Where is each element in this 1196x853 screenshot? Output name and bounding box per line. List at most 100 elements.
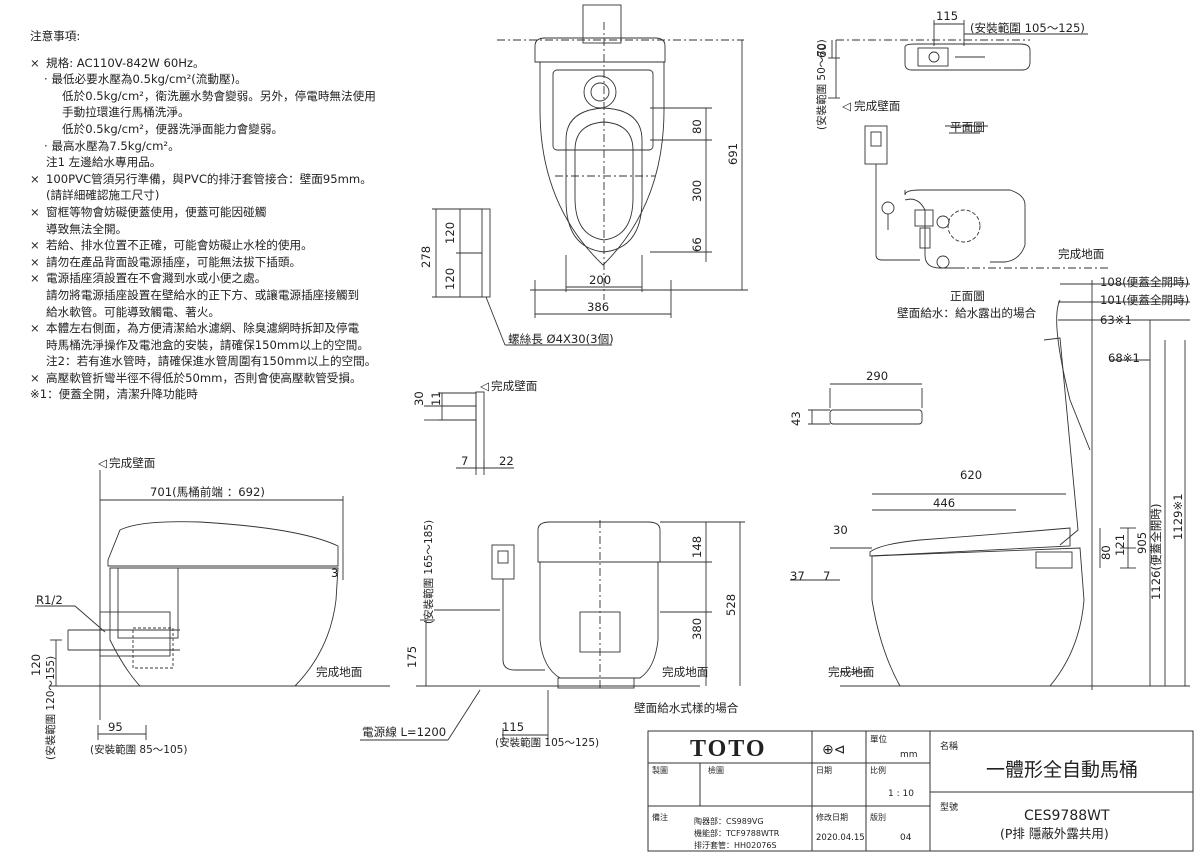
note-line: 給水軟管。可能導致觸電、著火。 bbox=[30, 304, 430, 321]
note-line: ×若給、排水位置不正確，可能會妨礙止水栓的使用。 bbox=[30, 237, 430, 254]
right-dim-37: 37 bbox=[790, 569, 805, 583]
front-finish-floor: 完成地面 bbox=[1058, 247, 1104, 261]
note-text: 手動拉環進行馬桶洗淨。 bbox=[62, 105, 190, 120]
plan-view bbox=[828, 20, 1110, 269]
note-text: 請勿將電源插座設置在壁給水的正下方、或讓電源插座接觸到 bbox=[46, 287, 360, 302]
note-text: 100PVC管須另行準備，與PVC的排汙套管接合：壁面95mm。 bbox=[46, 171, 372, 186]
note-text: 低於0.5kg/cm²，衛洗麗水勢會變弱。另外，停電時無法使用 bbox=[62, 88, 376, 103]
note-text: 窗框等物會妨礙便蓋使用，便蓋可能因碰觸 bbox=[46, 204, 267, 219]
note-text: 電源插座須設置在不會濺到水或小便之處。 bbox=[46, 271, 267, 286]
dim-80: 80 bbox=[690, 119, 704, 134]
title-block-grid bbox=[647, 730, 1194, 852]
note-line: ×規格: AC110V-842W 60Hz。 bbox=[30, 55, 430, 72]
note-text: ※1：便蓋全開，清潔升降功能時 bbox=[30, 387, 198, 402]
right-dim-121: 121 bbox=[1113, 534, 1127, 556]
side-view-right bbox=[790, 280, 1190, 690]
plan-install-range: (安裝範圍 105～125) bbox=[970, 21, 1085, 35]
note-line: (請詳細確認施工尺寸) bbox=[30, 187, 430, 204]
dim-300: 300 bbox=[690, 180, 704, 202]
right-dim-80: 80 bbox=[1099, 545, 1113, 560]
note-text: 注1 左邊給水專用品。 bbox=[46, 155, 162, 170]
note-text: (請詳細確認施工尺寸) bbox=[46, 188, 160, 203]
scale-value: 1 : 10 bbox=[888, 789, 914, 799]
right-finish-floor: 完成地面 bbox=[828, 665, 874, 679]
dim-200: 200 bbox=[589, 273, 611, 287]
right-dim-7: 7 bbox=[823, 569, 830, 583]
part-function: 機能部：TCF9788WTR bbox=[694, 828, 780, 838]
left-range-h: (安裝範圍 85～105) bbox=[90, 743, 187, 756]
left-dim-3: 3 bbox=[331, 566, 338, 580]
top-view bbox=[432, 4, 748, 346]
left-dim-120: 120 bbox=[29, 654, 43, 676]
note-text: 時馬桶洗淨操作及電池盒的安裝，請確保150mm以上的空間。 bbox=[46, 337, 369, 352]
scale-label: 比例 bbox=[870, 765, 886, 775]
left-dim-701: 701(馬桶前端 ：692) bbox=[150, 485, 265, 499]
note-bullet-icon: × bbox=[30, 55, 40, 70]
rear-dim-380: 380 bbox=[690, 618, 704, 640]
note-text: 請勿在產品背面設電源插座，可能無法拔下插頭。 bbox=[46, 254, 302, 269]
side-view-left bbox=[35, 470, 390, 740]
right-dim-620: 620 bbox=[960, 468, 982, 482]
note-bullet-icon: × bbox=[30, 321, 40, 336]
remote-control bbox=[808, 383, 923, 425]
note-line: × 電源插座須設置在不會濺到水或小便之處。 bbox=[30, 270, 430, 287]
note-line: 低於0.5kg/cm²，便器洗淨面能力會變弱。 bbox=[30, 121, 430, 138]
note-line: × 100PVC管須另行準備，與PVC的排汙套管接合：壁面95mm。 bbox=[30, 171, 430, 188]
note-text: 高壓軟管折彎半徑不得低於50mm，否則會使高壓軟管受損。 bbox=[46, 370, 362, 385]
right-dim-905: 905 bbox=[1135, 532, 1149, 554]
drawn-label: 製圖 bbox=[652, 765, 668, 775]
right-dim-101: 101(便蓋全開時) bbox=[1100, 293, 1189, 307]
note-line: ×本體左右側面，為方便清潔給水濾網、除臭濾網時拆卸及停電 bbox=[30, 320, 430, 337]
remote-dim-290: 290 bbox=[866, 369, 888, 383]
remark-label: 備注 bbox=[652, 812, 668, 822]
left-finish-floor: 完成地面 bbox=[316, 665, 362, 679]
note-line: ※1：便蓋全開，清潔升降功能時 bbox=[30, 386, 430, 403]
rear-caption: 壁面給水式樣的場合 bbox=[634, 701, 739, 715]
remote-dim-43: 43 bbox=[789, 411, 803, 426]
note-bullet-icon: × bbox=[30, 271, 40, 286]
dim-66: 66 bbox=[690, 237, 704, 252]
note-bullet-icon: × bbox=[30, 171, 40, 186]
brand-logo: TOTO bbox=[690, 736, 766, 762]
bracket-detail bbox=[424, 391, 514, 475]
unit-label: 單位 bbox=[870, 734, 888, 745]
bracket-finish-wall: 完成壁面 bbox=[491, 379, 537, 393]
notes-title: 注意事項: bbox=[30, 29, 81, 43]
rear-range-h: (安裝範圍 105～125) bbox=[495, 736, 599, 749]
note-bullet-icon: × bbox=[30, 370, 40, 385]
name-label: 名稱 bbox=[940, 740, 958, 752]
note-text: 注2：若有進水管時，請確保進水管周圍有150mm以上的空間。 bbox=[46, 354, 377, 369]
dim-691: 691 bbox=[726, 143, 740, 165]
note-line: 低於0.5kg/cm²，衛洗麗水勢會變弱。另外，停電時無法使用 bbox=[30, 88, 430, 105]
part-ceramic: 陶器部：CS989VG bbox=[694, 816, 764, 826]
bracket-dim-30: 30 bbox=[412, 391, 426, 406]
dim-120-upper: 120 bbox=[443, 222, 457, 244]
date-label: 日期 bbox=[816, 766, 832, 775]
notes-block: 注意事項: ×規格: AC110V-842W 60Hz。· 最低必要水壓為0.5… bbox=[30, 28, 430, 403]
bracket-dim-11: 11 bbox=[429, 391, 443, 406]
plan-dim-60: 60 bbox=[815, 43, 829, 58]
title-block: TOTO ⊕⊲ 單位 mm 名稱 一體形全自動馬桶 製圖 檢圖 日期 比例 1 … bbox=[652, 734, 1138, 850]
rear-dim-148: 148 bbox=[690, 536, 704, 558]
plan-view-title: 平面圖 bbox=[950, 120, 985, 134]
front-view-subtitle: 壁面給水：給水露出的場合 bbox=[897, 306, 1037, 320]
right-dim-1129: 1129※1 bbox=[1171, 493, 1185, 540]
note-bullet-icon: × bbox=[30, 204, 40, 219]
note-text: 給水軟管。可能導致觸電、著火。 bbox=[46, 304, 220, 319]
note-line: × 請勿在產品背面設電源插座，可能無法拔下插頭。 bbox=[30, 254, 430, 271]
bracket-dim-7: 7 bbox=[461, 454, 468, 468]
left-finish-wall: 完成壁面 bbox=[109, 456, 155, 470]
part-sleeve: 排汙套管：HH02076S bbox=[694, 840, 777, 850]
model-label: 型號 bbox=[940, 801, 958, 813]
rear-range-v: (安裝範圍 165～185) bbox=[422, 520, 435, 624]
left-range-v: (安裝範圍 120～155) bbox=[44, 656, 57, 760]
note-line: 注1 左邊給水專用品。 bbox=[30, 154, 430, 171]
checked-label: 檢圖 bbox=[708, 765, 724, 775]
note-bullet-icon: × bbox=[30, 254, 40, 269]
model-note: (P排 隱蔽外露共用) bbox=[1000, 826, 1109, 841]
notes-list: ×規格: AC110V-842W 60Hz。· 最低必要水壓為0.5kg/cm²… bbox=[30, 55, 430, 403]
plan-finish-wall-marker: ◁ bbox=[842, 99, 851, 113]
rear-view bbox=[360, 520, 745, 741]
dim-120-lower: 120 bbox=[443, 268, 457, 290]
